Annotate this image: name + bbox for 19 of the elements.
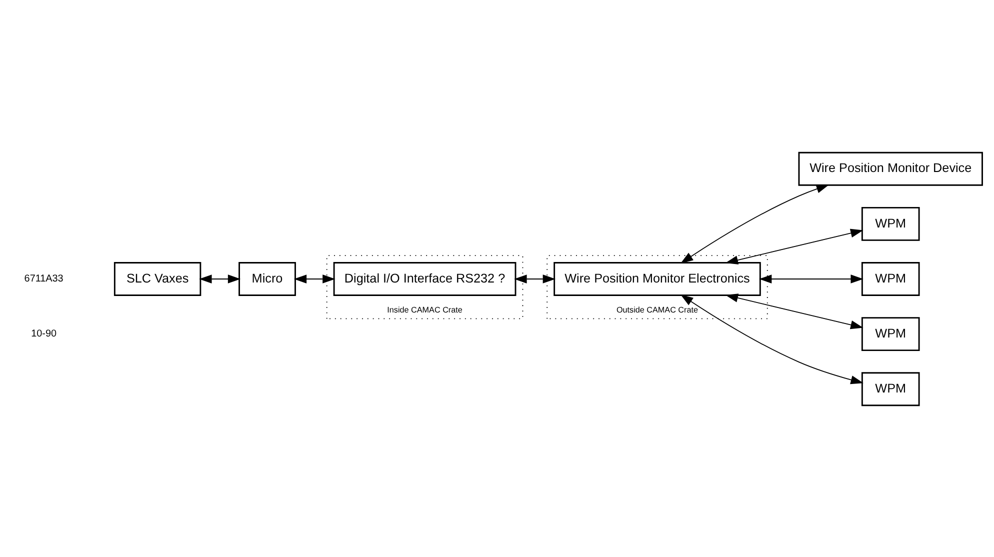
node-box: Micro xyxy=(238,262,296,296)
node-box: Wire Position Monitor Electronics xyxy=(554,262,761,296)
node-box: Digital I/O Interface RS232 ? xyxy=(333,262,516,296)
label: 6711A33 xyxy=(24,273,64,284)
node-box: Wire Position Monitor Device xyxy=(798,151,983,186)
arrow xyxy=(680,294,864,384)
arrow xyxy=(199,274,241,283)
node-box: WPM xyxy=(861,316,920,351)
arrow xyxy=(759,274,864,283)
arrow xyxy=(514,274,556,283)
node-box: SLC Vaxes xyxy=(114,262,202,296)
node-box: WPM xyxy=(861,262,920,296)
arrow xyxy=(294,274,336,283)
arrow xyxy=(725,293,864,329)
arrow xyxy=(680,184,830,263)
arrow xyxy=(725,228,864,264)
label: 10-90 xyxy=(31,328,56,340)
node-box: WPM xyxy=(861,372,920,406)
node-box: WPM xyxy=(861,206,920,240)
